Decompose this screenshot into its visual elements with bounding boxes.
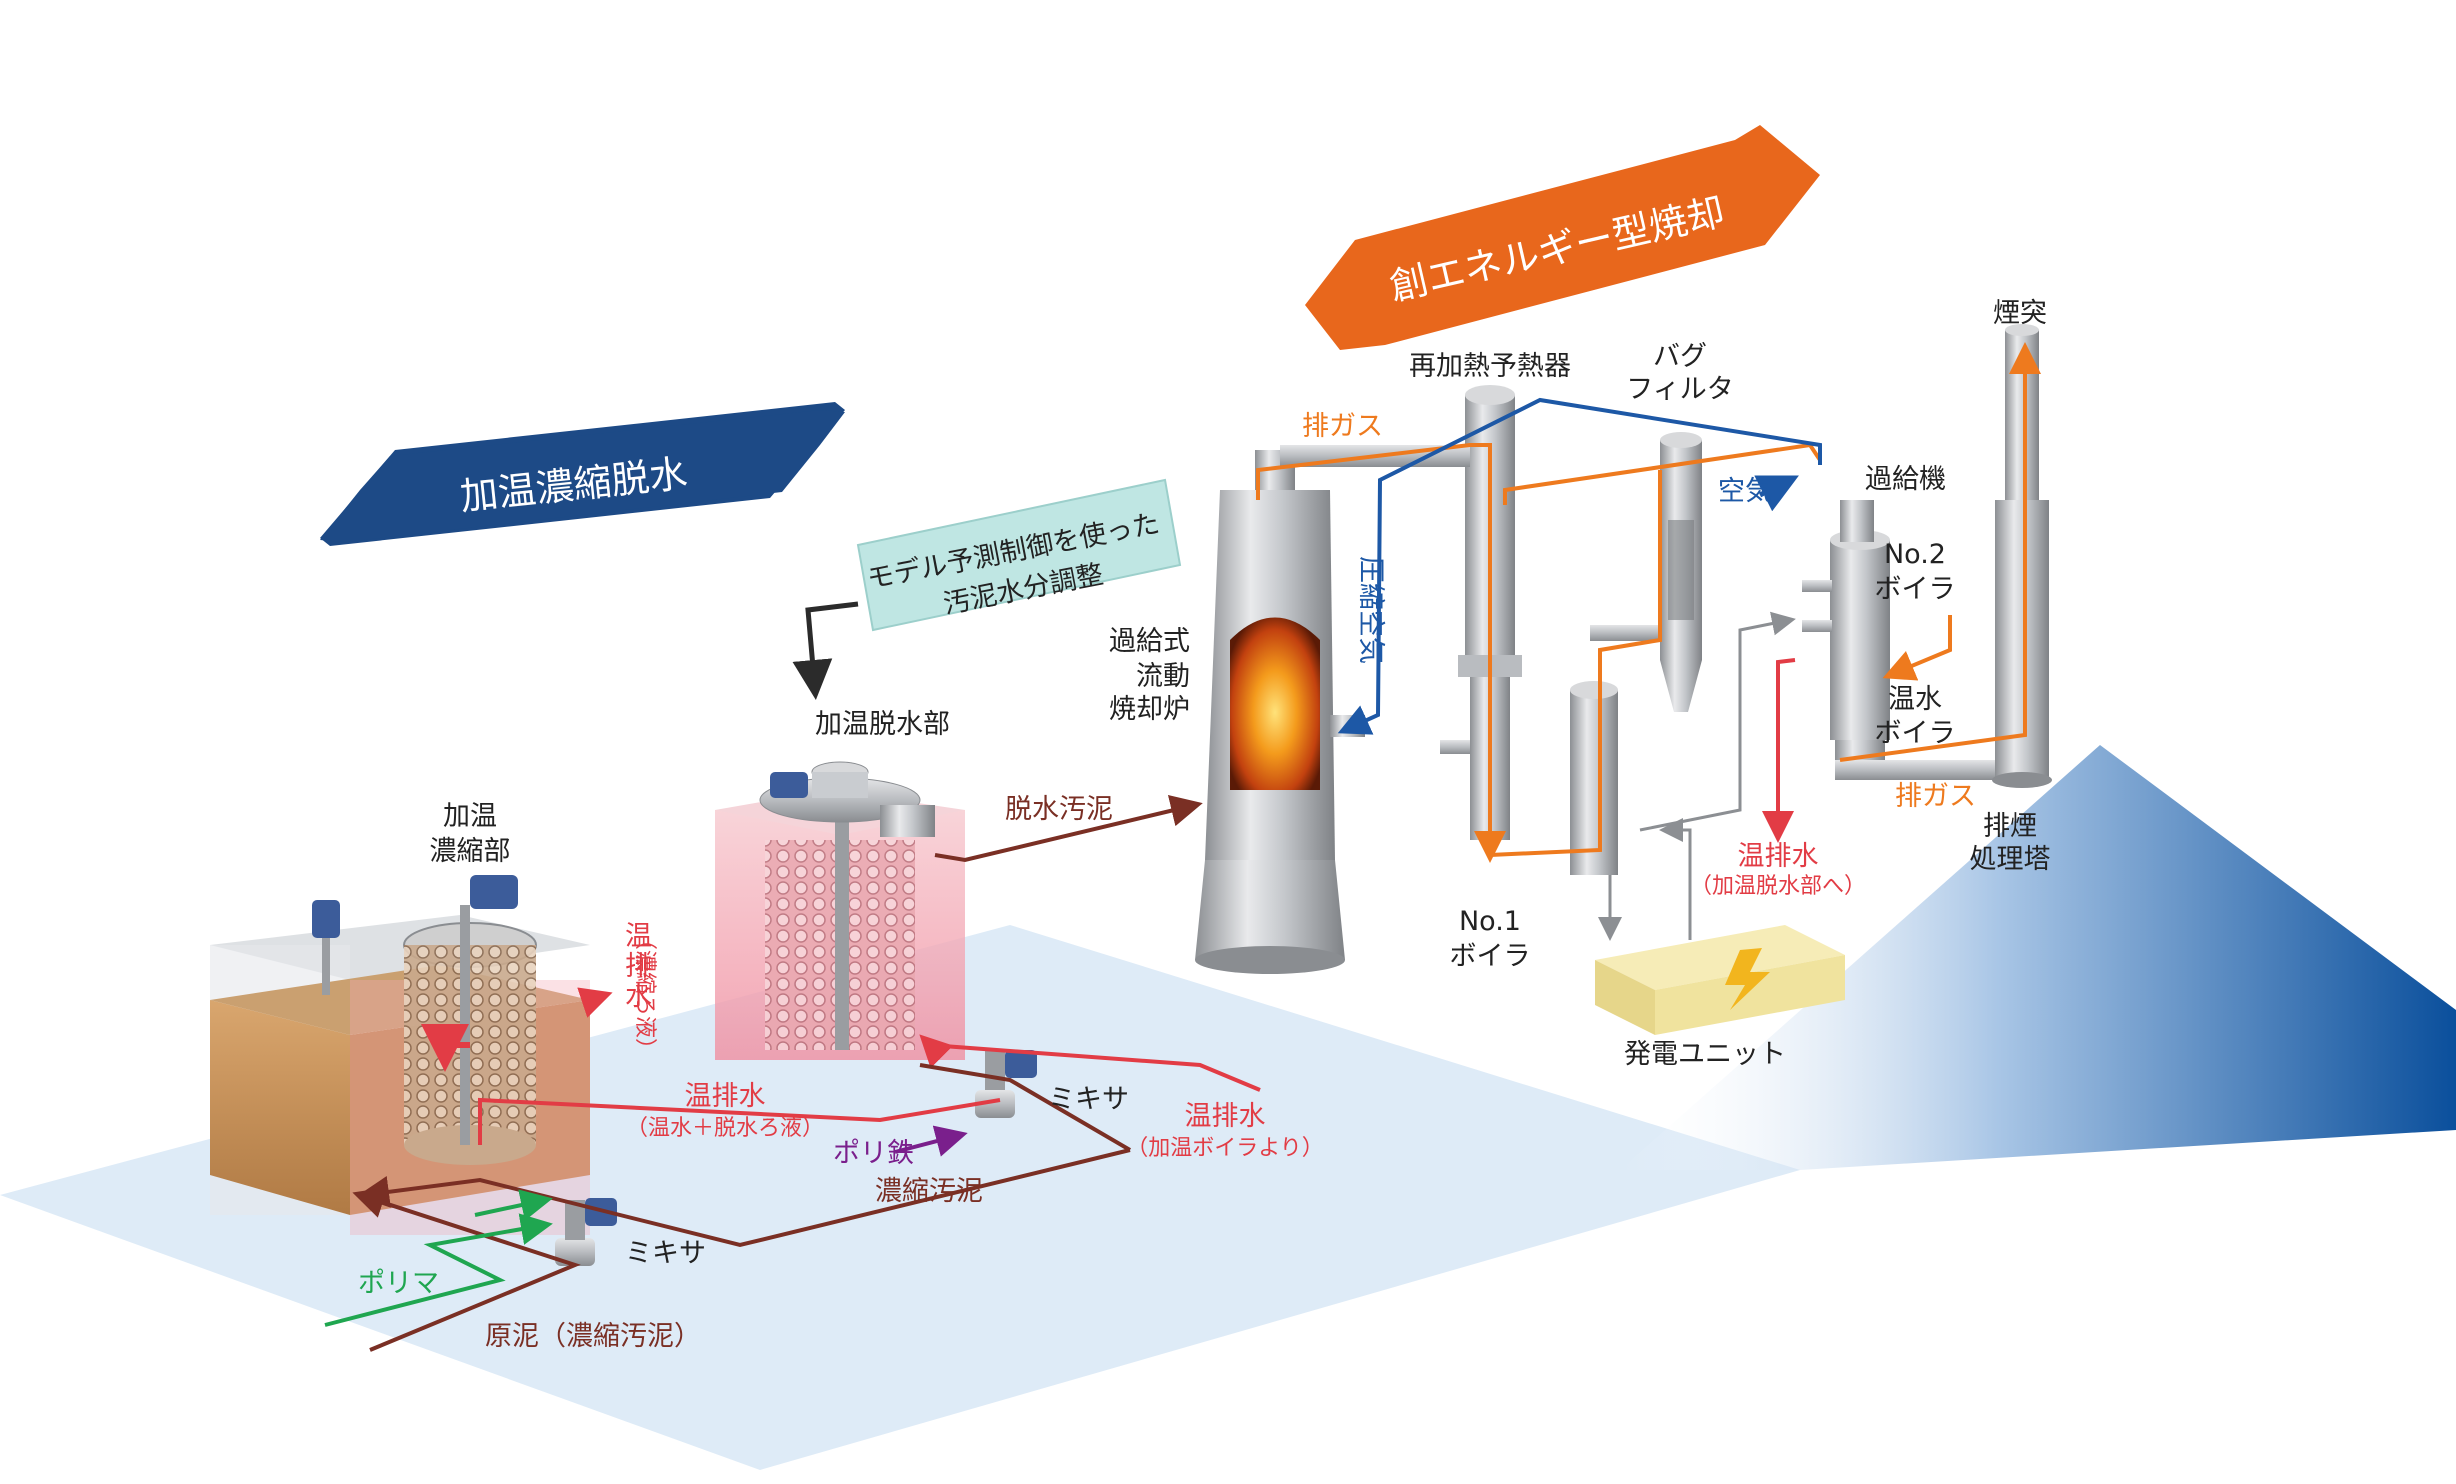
flue-gas-line-3 [1503,442,1822,505]
label-heat-thicken-1: 加温 [443,801,497,832]
bag-filter [1660,432,1702,712]
mixer-upper-shape [975,1050,1037,1118]
label-dewatered-sludge: 脱水汚泥 [1005,794,1113,825]
label-thickened-sludge: 濃縮汚泥 [875,1176,983,1207]
label-warm-drain-mix-2: （温水＋脱水ろ液） [626,1116,824,1141]
label-exhaust-tower-1: 排煙 [1983,811,2037,842]
label-air: 空気 [1718,476,1772,507]
label-boiler1-1: No.1 [1459,906,1521,937]
poly-iron-line [894,1125,968,1157]
label-boiler1-2: ボイラ [1450,941,1531,972]
label-power-unit: 発電ユニット [1624,1039,1786,1070]
flue-gas-line-5 [1882,615,1952,681]
label-flue-gas-top: 排ガス [1302,411,1383,442]
furnace [1195,450,1365,974]
warm-drain-inner-line [421,1024,470,1072]
label-warm-drain-boiler-1: 温排水 [1185,1101,1266,1132]
label-warm-drain-to-dewater-1: 温排水 [1738,841,1819,872]
label-thicken-filtrate: （濃縮ろ液） [632,928,657,1060]
power-line-2 [1659,818,1692,940]
label-furnace-2: 流動 [1136,661,1190,692]
label-boiler2-1: No.2 [1884,539,1946,570]
label-furnace-1: 過給式 [1109,626,1190,657]
label-heat-dewater-unit: 加温脱水部 [815,709,950,740]
boiler-no1 [1570,625,1660,875]
ground-plane-right [1620,745,2456,1170]
model-control-box: モデル予測制御を使った 汚泥水分調整 [856,478,1182,632]
label-mixer-upper: ミキサ [1048,1084,1129,1115]
label-warm-drain-boiler-2: （加温ボイラより） [1126,1136,1324,1161]
raw-sludge-line [352,1187,581,1352]
model-control-arrow [792,601,859,700]
label-supercharger: 過給機 [1865,464,1946,495]
label-raw-sludge: 原泥（濃縮汚泥） [485,1321,701,1352]
label-heat-thicken-2: 濃縮部 [430,836,511,867]
label-furnace-3: 焼却炉 [1109,694,1190,725]
label-warm-drain-v3: 水 [625,981,652,1012]
label-polymer: ポリマ [358,1268,439,1299]
warm-drain-boiler-line [919,1034,1261,1092]
label-hot-water-boiler-2: ボイラ [1875,718,1956,749]
flue-gas-line-2 [1489,470,1662,857]
flue-gas-line-1 [1256,443,1506,863]
thickened-sludge-line [365,1063,1132,1248]
dewatered-sludge-line [934,795,1203,863]
label-flue-gas-bottom: 排ガス [1895,781,1976,812]
thickening-tank [210,875,590,1235]
power-line-3 [1639,611,1796,832]
label-exhaust-tower-2: 処理塔 [1970,844,2051,875]
label-bag-filter-1: バグ [1653,341,1707,372]
label-bag-filter-2: フィルタ [1626,374,1733,405]
dewatering-tank [715,761,965,1060]
label-hot-water-boiler-1: 温水 [1888,684,1942,715]
ground-plane-left [0,925,1800,1470]
compressed-air-line [1337,397,1822,735]
air-line [1754,475,1799,512]
polymer-line-2 [474,1189,553,1221]
label-compressed-air: 圧縮空気 [1355,556,1386,664]
warm-drain-mix-line [478,1097,1001,1145]
power-unit [1595,925,1845,1035]
label-warm-drain-mix-1: 温排水 [685,1081,766,1112]
warm-drain-to-dewater-line [1762,658,1796,843]
polymer-line-1 [324,1213,553,1327]
flue-gas-line-4 [1839,342,2041,762]
label-stack: 煙突 [1993,298,2047,329]
stack [1992,324,2052,788]
label-warm-drain-v1: 温 [625,921,652,952]
label-warm-drain-v2: 排 [625,951,652,982]
label-poly-iron: ポリ鉄 [833,1138,914,1169]
banner-incinerate: 創エネルギー型焼却 [1305,125,1820,350]
banner-dewater: 加温濃縮脱水 [320,402,845,546]
label-reheater: 再加熱予熱器 [1409,351,1571,382]
warm-drain-thicken-line [577,987,613,1018]
label-warm-drain-to-dewater-2: （加温脱水部へ） [1690,874,1866,899]
label-boiler2-2: ボイラ [1875,574,1956,605]
label-mixer-lower: ミキサ [625,1238,706,1269]
